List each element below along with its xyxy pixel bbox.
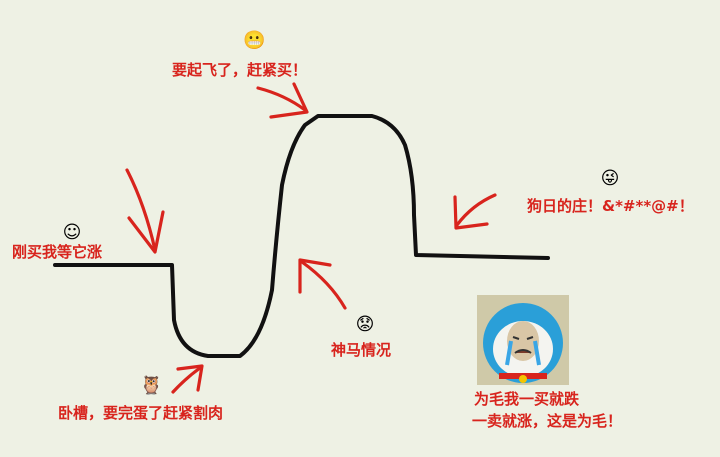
price-curve [53, 114, 550, 358]
wink-emoji-icon: 😜 [600, 168, 620, 189]
label-buy-wait: 刚买我等它涨 [12, 243, 103, 261]
label-what-happen: 神马情况 [331, 341, 392, 359]
label-why-line1: 为毛我一买就跌 [474, 390, 580, 408]
meme-face [477, 295, 569, 385]
owl-emoji-icon: 🦉 [140, 375, 163, 396]
label-why: 为毛我一买就跌 一卖就涨，这是为毛！ [472, 389, 622, 431]
arrow-takeoff [256, 82, 309, 119]
label-dog-dealer: 狗日的庄！&*#**@#！ [527, 197, 694, 215]
fire-emoji-icon: 😬 [243, 30, 266, 51]
arrow-buy [125, 168, 165, 254]
smile-emoji-icon: ☺ [62, 222, 82, 243]
arrow-dealer [453, 193, 497, 230]
arrow-what [298, 258, 347, 310]
label-crash: 卧槽，要完蛋了赶紧割肉 [58, 404, 224, 422]
label-take-off: 要起飞了，赶紧买！ [172, 61, 308, 79]
crying-doraemon-meme [477, 295, 569, 385]
label-why-line2: 一卖就涨，这是为毛！ [472, 412, 623, 430]
arrow-crash [171, 364, 204, 394]
grimace-emoji-icon: 😟 [355, 314, 375, 335]
